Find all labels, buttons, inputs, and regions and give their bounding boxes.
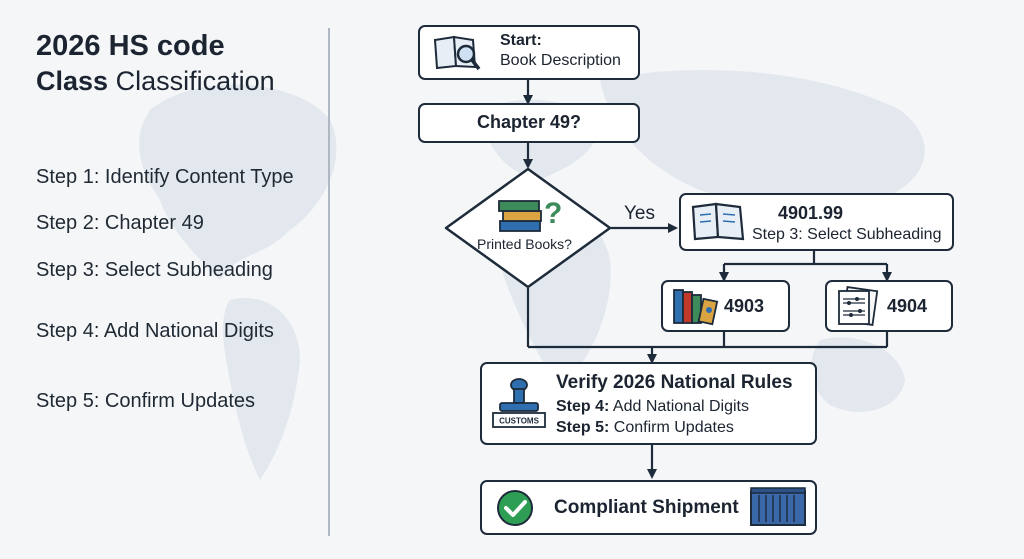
verify-step4-rest: Add National Digits	[612, 398, 749, 415]
shipping-container-icon	[750, 487, 806, 526]
verify-step5-rest: Confirm Updates	[613, 419, 734, 436]
childrens-books-icon	[673, 289, 719, 326]
compliant-label: Compliant Shipment	[554, 497, 739, 518]
book-search-icon	[433, 35, 481, 71]
books-question-icon: ?	[498, 197, 562, 232]
verify-step4: Step 4: Add National Digits	[556, 398, 749, 416]
vertical-divider	[328, 28, 330, 536]
code-4903-label: 4903	[724, 296, 765, 316]
code-4901-sub: Step 3: Select Subheading	[752, 226, 942, 243]
code-4904-label: 4904	[887, 296, 928, 316]
steps-panel: 2026 HS code Class Classification Step 1…	[0, 0, 320, 559]
verify-title: Verify 2026 National Rules	[556, 372, 793, 393]
verify-step4-bold: Step 4:	[556, 398, 610, 415]
subtitle-rest: Classification	[115, 66, 275, 96]
verify-step5-bold: Step 5:	[556, 419, 610, 436]
subtitle-bold: Class	[36, 66, 109, 96]
svg-text:?: ?	[544, 197, 562, 230]
customs-stamp-icon: CUSTOMS	[492, 378, 546, 428]
step-2: Step 2: Chapter 49	[36, 212, 204, 234]
step-4: Step 4: Add National Digits	[36, 320, 274, 342]
step-1: Step 1: Identify Content Type	[36, 166, 294, 188]
chapter-label: Chapter 49?	[476, 112, 582, 132]
code-4901-title: 4901.99	[778, 203, 844, 223]
page-title: 2026 HS code	[36, 30, 225, 62]
chapter-node	[418, 103, 640, 143]
decision-label: Printed Books?	[477, 236, 572, 252]
start-sub: Book Description	[500, 52, 621, 69]
page-subtitle: Class Classification	[36, 66, 275, 97]
start-label: Start:	[500, 32, 542, 49]
verify-step5: Step 5: Confirm Updates	[556, 419, 734, 437]
step-3: Step 3: Select Subheading	[36, 259, 273, 281]
step-5: Step 5: Confirm Updates	[36, 390, 255, 412]
yes-label: Yes	[624, 203, 655, 224]
open-book-icon	[691, 202, 745, 241]
checkmark-icon	[497, 490, 533, 526]
customs-stamp-text: CUSTOMS	[499, 417, 540, 426]
sheet-music-icon	[838, 286, 879, 326]
